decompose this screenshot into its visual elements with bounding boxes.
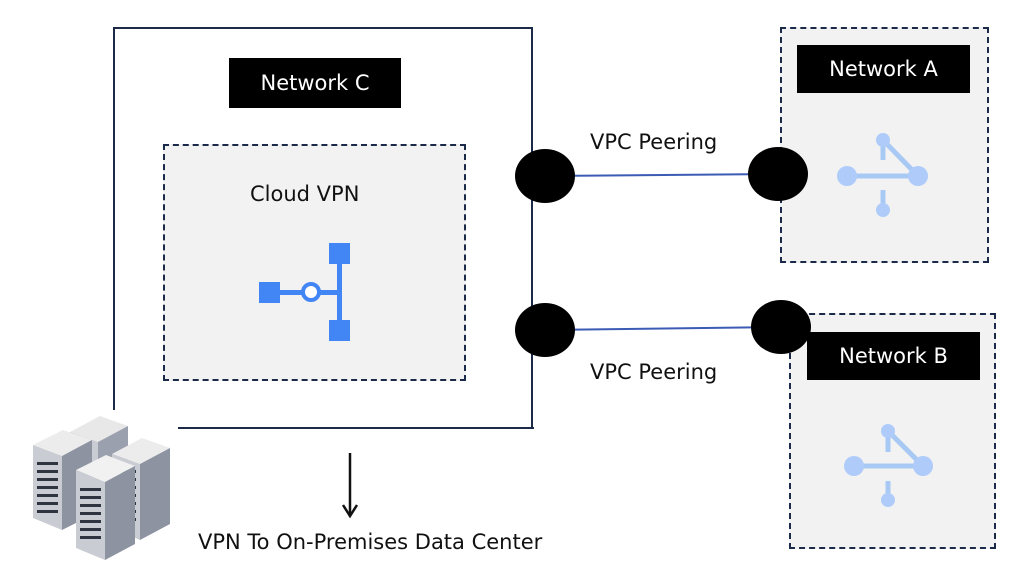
peering-link-bottom <box>544 326 781 331</box>
server-rack-icon <box>33 416 170 560</box>
peering-top-label: VPC Peering <box>590 130 718 154</box>
network-b-label: Network B <box>807 332 980 380</box>
arrow-down-icon <box>341 453 359 519</box>
network-a-label: Network A <box>797 45 970 93</box>
network-a-label-text: Network A <box>829 57 938 81</box>
network-b-label-text: Network B <box>839 344 948 368</box>
on-prem-label: VPN To On-Premises Data Center <box>198 530 543 554</box>
cloud-vpn-panel <box>163 144 466 381</box>
peering-link-top <box>544 173 779 177</box>
cloud-vpn-label: Cloud VPN <box>250 182 360 206</box>
network-c-frame <box>113 27 533 428</box>
network-c-label-text: Network C <box>260 71 370 95</box>
network-c-label: Network C <box>229 58 401 108</box>
peering-bottom-label: VPC Peering <box>590 360 718 384</box>
